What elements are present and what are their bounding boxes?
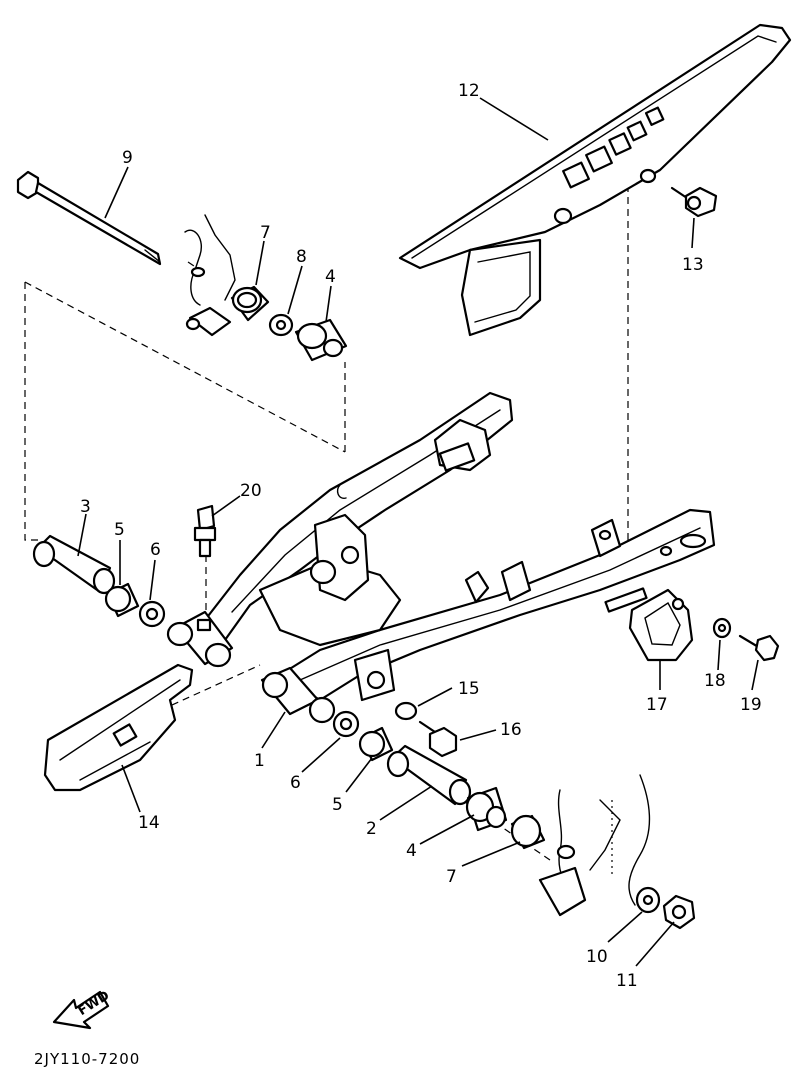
diagram-code: 2JY110-7200	[34, 1050, 140, 1068]
callout-12: 12	[458, 81, 480, 101]
washer-15	[394, 701, 418, 721]
bolt-16	[418, 720, 458, 758]
callout-18: 18	[704, 671, 726, 691]
bolt-9	[16, 170, 162, 266]
callout-8: 8	[296, 247, 307, 267]
callout-16: 16	[500, 720, 522, 740]
swingarm-1	[166, 391, 716, 724]
callout-3: 3	[80, 497, 91, 517]
seal-6-upper	[138, 600, 166, 628]
callout-9: 9	[122, 148, 133, 168]
chain-guard-12	[398, 23, 792, 337]
spacer-2	[386, 744, 472, 806]
grease-nipple-20	[193, 504, 217, 558]
spacer-3	[32, 534, 116, 595]
callout-6-lower: 6	[290, 773, 301, 793]
callout-7-upper: 7	[260, 223, 271, 243]
bolt-19	[738, 634, 780, 662]
callout-15: 15	[458, 679, 480, 699]
callout-labels: 9 7 8 4 12 13 20 3 5 6 15 16 17 18 19 1 …	[80, 81, 762, 991]
callout-5-upper: 5	[114, 520, 125, 540]
bearing-4-upper	[294, 318, 348, 362]
callout-6-upper: 6	[150, 540, 161, 560]
callout-5-lower: 5	[332, 795, 343, 815]
collar-7-upper	[230, 285, 270, 322]
washer-8	[268, 313, 294, 337]
washer-18	[712, 617, 732, 639]
nut-11	[662, 894, 696, 930]
guard-17	[628, 588, 694, 662]
chain-slider-14	[43, 663, 194, 792]
callout-10: 10	[586, 947, 608, 967]
callout-4-lower: 4	[406, 841, 417, 861]
callout-19: 19	[740, 695, 762, 715]
callout-7-lower: 7	[446, 867, 457, 887]
collar-7-lower	[510, 814, 546, 850]
callout-11: 11	[616, 971, 638, 991]
frame-bracket-upper	[184, 214, 236, 337]
bushing-5-lower	[358, 726, 394, 762]
bearing-4-lower	[465, 786, 508, 832]
fwd-arrow-icon: FWD	[52, 988, 112, 1030]
leader-lines	[77, 97, 759, 967]
callout-2: 2	[366, 819, 377, 839]
callout-13: 13	[682, 255, 704, 275]
callout-4-upper: 4	[325, 267, 336, 287]
callout-14: 14	[138, 813, 160, 833]
callout-17: 17	[646, 695, 668, 715]
bushing-5-upper	[104, 582, 140, 618]
seal-6-lower	[332, 710, 360, 738]
bolt-13	[670, 186, 718, 218]
callout-20: 20	[240, 481, 262, 501]
washer-10	[635, 886, 661, 914]
callout-1: 1	[254, 751, 265, 771]
frame-bracket-lower	[538, 774, 651, 917]
